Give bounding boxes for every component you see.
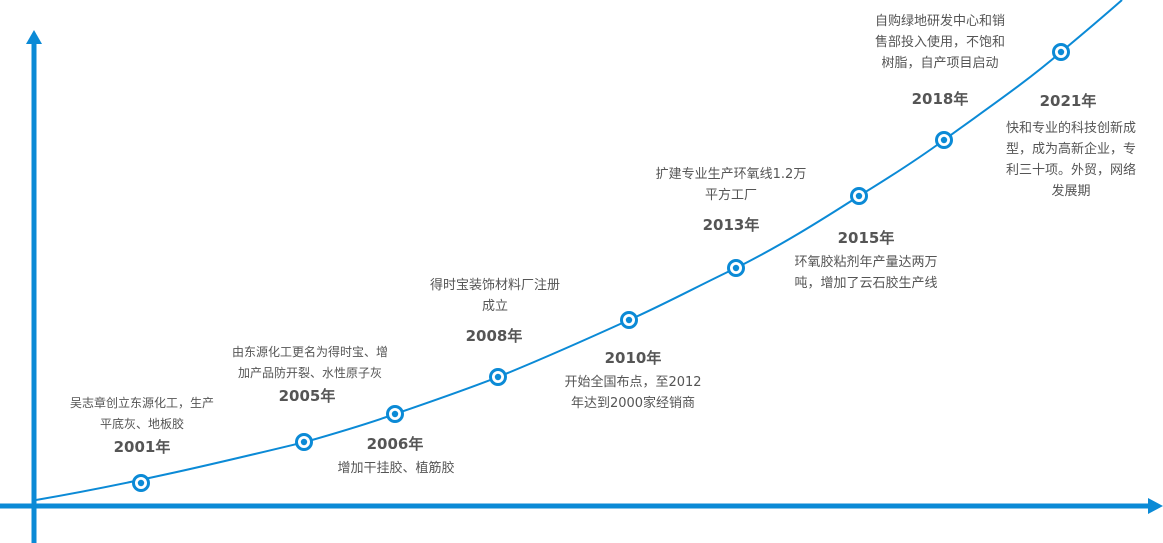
milestone-desc: 环氧胶粘剂年产量达两万 吨，增加了云石胶生产线: [766, 252, 966, 294]
desc-line: 利三十项。外贸，网络: [1005, 163, 1136, 178]
milestone-marker-dot: [625, 316, 633, 324]
milestone-year: 2008年: [465, 327, 523, 345]
desc-line: 加产品防开裂、水性原子灰: [237, 366, 382, 380]
milestone-marker-dot: [940, 136, 948, 144]
desc-line: 吴志章创立东源化工，生产: [69, 396, 214, 410]
milestone-desc: 快和专业的科技创新成 型，成为高新企业，专 利三十项。外贸，网络 发展期: [991, 118, 1151, 202]
desc-line: 型，成为高新企业，专: [1005, 142, 1136, 157]
desc-line: 自购绿地研发中心和销: [874, 14, 1005, 29]
milestone-year: 2005年: [278, 387, 336, 405]
desc-line: 得时宝装饰材料厂注册: [429, 278, 560, 293]
milestone-desc: 增加干挂胶、植筋胶: [296, 458, 496, 479]
milestone-year: 2010年: [604, 349, 662, 367]
milestone-marker-dot: [855, 192, 863, 200]
desc-line: 增加干挂胶、植筋胶: [337, 461, 455, 476]
milestone-marker-dot: [391, 410, 399, 418]
desc-line: 成立: [481, 299, 508, 314]
milestone-desc: 扩建专业生产环氧线1.2万 平方工厂: [631, 164, 831, 206]
x-axis-arrow-icon: [1148, 498, 1163, 514]
desc-line: 快和专业的科技创新成: [1005, 121, 1136, 136]
milestone-desc: 由东源化工更名为得时宝、增 加产品防开裂、水性原子灰: [210, 342, 410, 384]
milestone-desc: 吴志章创立东源化工，生产 平底灰、地板胶: [42, 393, 242, 435]
milestone-year: 2001年: [113, 438, 171, 456]
desc-line: 树脂，自产项目启动: [881, 56, 999, 71]
milestone-year: 2018年: [911, 90, 969, 108]
desc-line: 开始全国布点，至2012: [564, 375, 702, 390]
desc-line: 平方工厂: [704, 188, 757, 203]
milestone-desc: 得时宝装饰材料厂注册 成立: [395, 275, 595, 317]
y-axis-arrow-icon: [26, 30, 42, 44]
milestone-marker-dot: [300, 438, 308, 446]
desc-line: 平底灰、地板胶: [99, 417, 184, 431]
milestone-marker-dot: [494, 373, 502, 381]
milestone-desc: 开始全国布点，至2012 年达到2000家经销商: [533, 372, 733, 414]
milestone-year: 2013年: [702, 216, 760, 234]
desc-line: 售部投入使用，不饱和: [874, 35, 1005, 50]
milestone-desc: 自购绿地研发中心和销 售部投入使用，不饱和 树脂，自产项目启动: [840, 11, 1040, 74]
desc-line: 发展期: [1051, 184, 1091, 199]
desc-line: 年达到2000家经销商: [570, 396, 696, 411]
milestone-year: 2006年: [366, 435, 424, 453]
milestone-year: 2021年: [1039, 92, 1097, 110]
desc-line: 环氧胶粘剂年产量达两万: [794, 255, 938, 270]
desc-line: 扩建专业生产环氧线1.2万: [655, 167, 807, 182]
milestone-marker-dot: [732, 264, 740, 272]
milestone-marker-dot: [137, 479, 145, 487]
desc-line: 由东源化工更名为得时宝、增: [231, 345, 388, 359]
milestone-marker-dot: [1057, 48, 1065, 56]
desc-line: 吨，增加了云石胶生产线: [794, 276, 938, 291]
milestone-year: 2015年: [837, 229, 895, 247]
